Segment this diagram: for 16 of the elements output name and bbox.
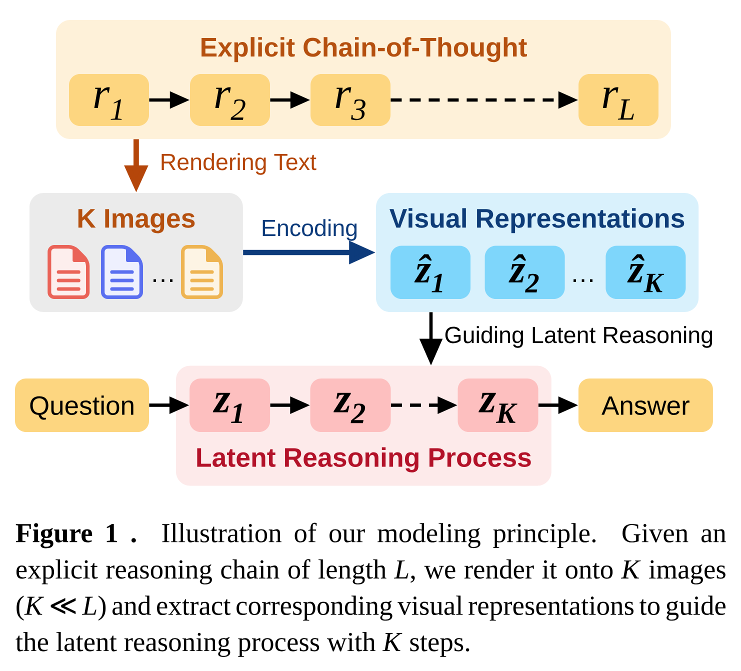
step-box: r$_{3}$ bbox=[310, 74, 390, 126]
step-box: z$_{K}$ bbox=[458, 378, 538, 432]
edge-label: Guiding Latent Reasoning bbox=[445, 326, 712, 348]
step-box: r$_{1}$ bbox=[69, 74, 149, 126]
edge-label: Rendering Text bbox=[162, 153, 316, 175]
step-box: z$_{1}$ bbox=[190, 378, 270, 432]
edge-label: Encoding bbox=[262, 219, 357, 241]
rounded-box: Question bbox=[15, 378, 149, 432]
caption: Figure 1 . Illustration of our modeling principle. Given an explicit reasoning chain of length L, we render it onto K images (K ≪ L) and extract corresponding visual representations to guide the latent reasoning process with K steps. bbox=[16, 522, 726, 657]
step-box: ẑ$_{1}$ bbox=[390, 246, 470, 300]
step-box: ẑ$_{K}$ bbox=[606, 246, 686, 300]
rounded-box: Answer bbox=[578, 378, 713, 432]
step-box: z$_{2}$ bbox=[310, 378, 391, 432]
step-box: ẑ$_{2}$ bbox=[484, 246, 565, 300]
step-box: r$_{L}$ bbox=[578, 74, 658, 126]
step-box: r$_{2}$ bbox=[190, 74, 270, 126]
